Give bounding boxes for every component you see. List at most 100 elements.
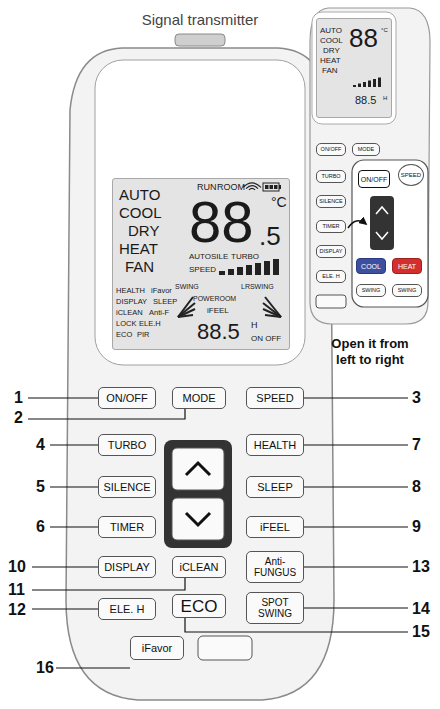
lcd-indicator: ROOM <box>217 183 245 192</box>
remote-button: iCLEAN <box>172 556 226 578</box>
lcd-indicator: LOCK <box>116 320 136 328</box>
open-arrow <box>348 221 366 228</box>
callout-number: 10 <box>8 559 26 575</box>
down-arrow <box>376 232 388 239</box>
swing-icon <box>178 309 195 317</box>
blank-button <box>316 295 346 308</box>
battery-icon <box>265 185 269 189</box>
arrow-button <box>172 448 224 490</box>
callout-number: 8 <box>412 479 421 495</box>
lcd-indicator: SILE <box>211 253 228 261</box>
lcd-indicator: 88 <box>349 25 378 51</box>
button-label: DISPLAY <box>104 562 150 573</box>
callout-number: 4 <box>36 437 45 453</box>
callout-number: 1 <box>14 390 23 406</box>
lcd-indicator: COOL <box>119 205 162 220</box>
button-label: SPOT SWING <box>252 597 298 619</box>
remote-button: iFavor <box>130 636 184 660</box>
remote-button: SWING <box>392 284 422 297</box>
lcd-indicator: PIR <box>137 331 150 339</box>
remote-button: SPOT SWING <box>246 592 304 624</box>
callout-number: 2 <box>14 410 23 426</box>
lcd-indicator: °C <box>381 27 388 33</box>
lcd-indicator: DISPLAY <box>116 298 147 306</box>
lcd-indicator: FAN <box>125 259 154 274</box>
remote-button: ON/OFF <box>316 143 346 156</box>
leader-line <box>28 409 185 419</box>
speed-bar <box>363 82 366 87</box>
speed-bar <box>264 261 270 275</box>
lcd-indicator: FAN <box>322 67 338 75</box>
remote-button: SILENCE <box>316 195 346 208</box>
swing-icon <box>263 303 281 317</box>
remote-button: MODE <box>352 143 380 156</box>
button-label: HEALTH <box>254 440 297 451</box>
arrow-pad <box>370 196 394 250</box>
remote-button: ON/OFF <box>98 387 156 409</box>
button-label: iFEEL <box>260 522 290 533</box>
button-label: ECO <box>181 598 218 615</box>
lcd-indicator: SLEEP <box>153 298 177 306</box>
battery-icon <box>270 185 274 189</box>
lcd-indicator: SWING <box>175 283 199 290</box>
remote-button: SILENCE <box>98 476 156 498</box>
leader-line <box>50 444 98 445</box>
remote-button: TIMER <box>316 220 346 233</box>
callout-number: 16 <box>36 660 54 676</box>
remote-outline <box>66 48 334 700</box>
heading-text: Signal transmitter <box>62 12 338 27</box>
leader-line <box>304 397 408 398</box>
wifi-icon <box>246 186 258 189</box>
wifi-icon <box>243 183 261 188</box>
lcd-indicator: °C <box>271 195 287 209</box>
lcd-indicator: HEAT <box>320 57 341 65</box>
lcd-indicator: iFEEL <box>207 307 229 315</box>
remote-button: TIMER <box>98 516 156 538</box>
button-label: iCLEAN <box>179 562 218 573</box>
callout-number: 13 <box>412 559 430 575</box>
button-label: SWING <box>398 288 417 294</box>
button-label: TURBO <box>321 174 340 180</box>
lcd-indicator: ON OFF <box>251 335 281 343</box>
leader-line <box>32 566 98 567</box>
button-label: Anti- FUNGUS <box>252 556 298 578</box>
button-label: ON/OFF <box>321 147 342 153</box>
up-arrow <box>186 463 210 475</box>
remote-button: SWING <box>356 284 386 297</box>
button-label: TIMER <box>110 522 144 533</box>
lcd-indicator: RUN <box>197 183 217 192</box>
lcd-indicator: TURBO <box>231 253 259 261</box>
lcd-indicator: SPEED <box>189 266 216 274</box>
remote-button: SLEEP <box>246 476 304 498</box>
leader-line <box>304 526 408 527</box>
button-label: iFavor <box>142 643 173 654</box>
lcd-screen: AUTOCOOLDRYHEATFAN88°C88.5H <box>316 18 392 118</box>
remote-button: HEAT <box>392 258 422 274</box>
button-label: TIMER <box>322 224 339 230</box>
battery-icon <box>279 185 281 189</box>
display-bezel <box>95 60 305 365</box>
speed-bar <box>358 84 361 88</box>
lcd-indicator: 88 <box>189 193 254 251</box>
battery-icon <box>274 185 278 189</box>
swing-icon <box>178 303 195 317</box>
lcd-indicator: AUTO <box>320 27 342 35</box>
leader-line <box>304 607 408 608</box>
button-label: HEAT <box>398 263 416 270</box>
speed-bar <box>246 265 252 275</box>
speed-bar <box>228 269 234 275</box>
lcd-indicator: LRSWING <box>241 283 274 290</box>
remote-button: DISPLAY <box>98 556 156 578</box>
button-label: SWING <box>362 288 381 294</box>
button-label: COOL <box>361 263 381 270</box>
wifi-icon <box>249 188 255 190</box>
remote-button: Anti- FUNGUS <box>246 551 304 583</box>
remote-button: SPEED <box>246 387 304 409</box>
down-arrow <box>186 513 210 525</box>
leader-line <box>304 486 408 487</box>
speed-bar <box>378 78 381 88</box>
remote-button: HEALTH <box>246 434 304 456</box>
leader-line <box>304 566 408 567</box>
lcd-indicator: HEALTH <box>116 287 145 295</box>
